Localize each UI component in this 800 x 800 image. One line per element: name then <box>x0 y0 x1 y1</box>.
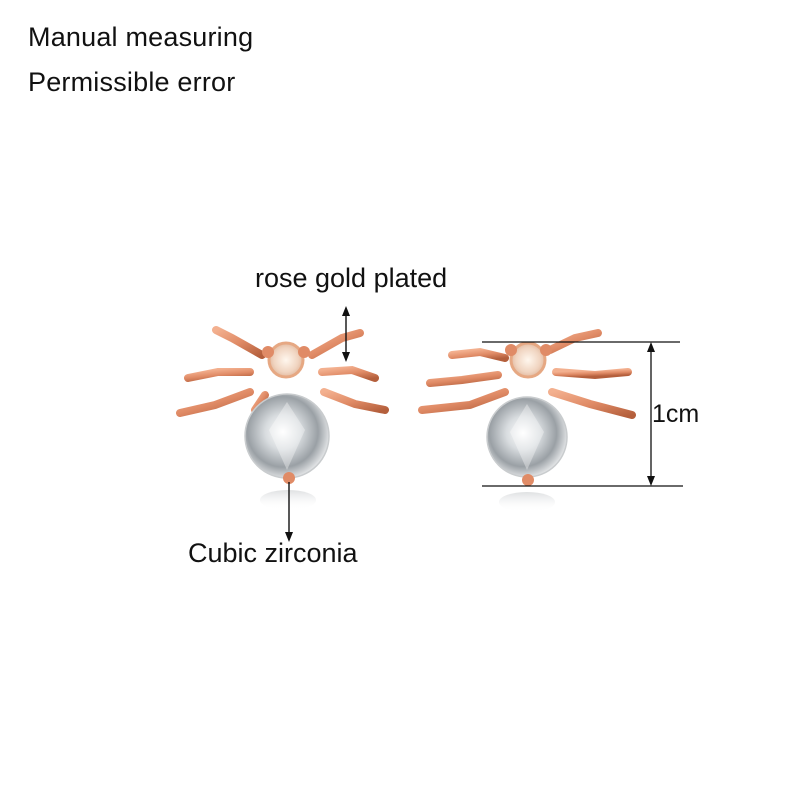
right-gem-facet <box>510 404 544 470</box>
right-reflection <box>499 492 555 512</box>
right-legs <box>418 329 636 419</box>
right-prong <box>522 474 534 486</box>
left-reflection <box>260 490 316 510</box>
plating-arrow <box>342 306 350 362</box>
error-note: Permissible error <box>28 67 236 97</box>
right-prong <box>540 344 552 356</box>
left-earring <box>176 326 389 510</box>
measurement-note: Manual measuring <box>28 22 254 52</box>
left-head-gem <box>267 341 305 379</box>
plating-label: rose gold plated <box>255 263 448 293</box>
left-prong <box>262 346 274 358</box>
right-head-gem <box>509 341 547 379</box>
right-prong <box>505 344 517 356</box>
dimension-arrowheads <box>647 342 655 486</box>
left-prong <box>298 346 310 358</box>
measurement-guides <box>482 341 683 487</box>
stone-label: Cubic zirconia <box>188 538 358 568</box>
left-prong <box>283 472 295 484</box>
size-label: 1cm <box>652 400 700 428</box>
right-earring <box>418 329 636 512</box>
left-gem-facet <box>269 402 305 470</box>
stone-arrow <box>285 482 293 542</box>
left-legs <box>176 326 389 417</box>
